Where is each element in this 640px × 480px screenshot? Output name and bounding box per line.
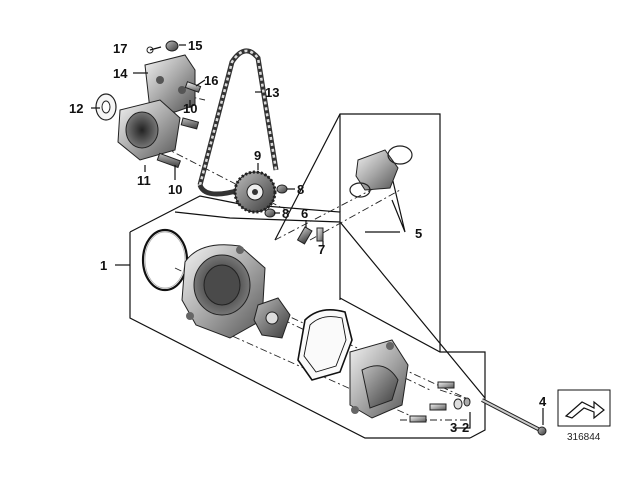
callout-7: 7: [318, 242, 325, 257]
callout-17: 17: [113, 41, 127, 56]
arrow-logo-icon: [564, 400, 605, 420]
reference-number: 316844: [567, 432, 601, 443]
seal-ring-part: [95, 93, 117, 121]
callout-3: 3: [450, 420, 457, 435]
callout-12: 12: [69, 101, 83, 116]
callout-10-lower: 10: [168, 182, 182, 197]
callout-15: 15: [188, 38, 202, 53]
callout-labels: 1 2 3 4 5 6 7 8 8 9 10 10 11 12 13 14 15…: [69, 38, 547, 435]
callout-2: 2: [462, 420, 469, 435]
bolt-15-part: [165, 40, 179, 52]
group-outline-pump-shaft: [274, 113, 441, 352]
long-bolt-part: [481, 398, 547, 436]
bracket-lines: [115, 159, 471, 429]
callout-6: 6: [301, 206, 308, 221]
cover-bolts-part: [409, 381, 471, 423]
pump-upper-housing-part: [117, 99, 181, 161]
impeller-part: [253, 297, 291, 339]
bolt-10-lower-part: [156, 152, 182, 169]
bolt-8-lower-part: [264, 208, 276, 218]
callout-11: 11: [137, 173, 151, 188]
callout-13: 13: [265, 85, 279, 100]
pin-17-part: [146, 46, 154, 54]
pump-housing-part: [181, 244, 266, 339]
callout-1: 1: [100, 258, 107, 273]
callout-5: 5: [415, 226, 422, 241]
bolt-10-upper-part: [180, 117, 200, 130]
o-ring-large-part: [141, 228, 189, 292]
screw-7-part: [316, 227, 324, 242]
pump-cover-part: [349, 339, 409, 419]
callout-8-lower: 8: [282, 206, 289, 221]
gasket-part: [297, 309, 353, 381]
callout-4: 4: [539, 394, 547, 409]
timing-chain-part: [197, 48, 279, 197]
bolt-16-part: [184, 81, 202, 93]
bolt-8-upper-part: [276, 184, 288, 194]
callout-16: 16: [204, 73, 218, 88]
screw-6-part: [296, 226, 313, 245]
callout-10-upper: 10: [183, 101, 197, 116]
callout-14: 14: [113, 66, 128, 81]
leader-lines: [91, 44, 544, 425]
reference-box: 316844: [557, 389, 611, 443]
callout-9: 9: [254, 148, 261, 163]
callout-8-upper: 8: [297, 182, 304, 197]
sprocket-part: [233, 170, 277, 214]
pump-shaft-part: [349, 145, 413, 198]
